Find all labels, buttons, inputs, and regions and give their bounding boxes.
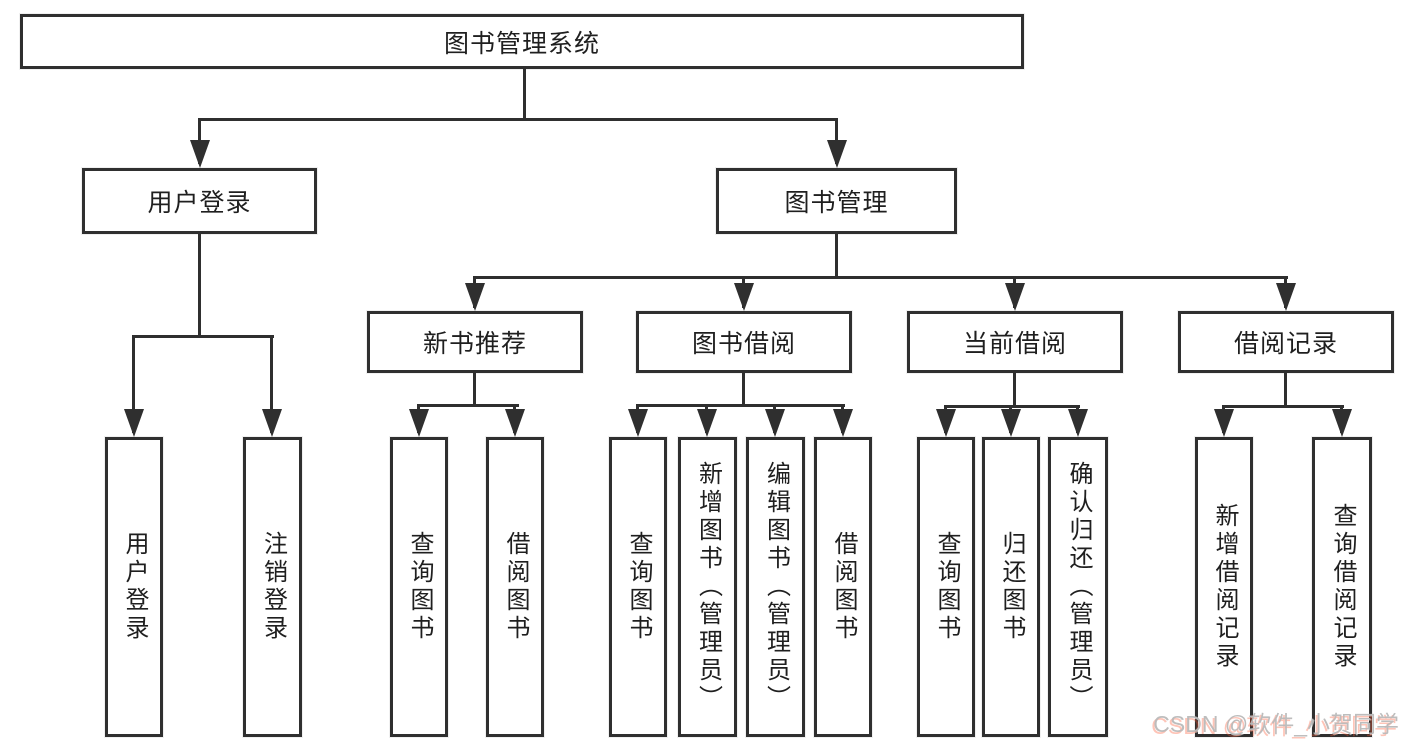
leaf-recommend-borrow-books: 借阅图书: [486, 437, 544, 737]
leaf-recommend-query-books: 查询图书: [390, 437, 448, 737]
node-label: 用户登录: [121, 531, 148, 643]
arrow-down-icon: [505, 409, 525, 437]
node-book-management: 图书管理: [716, 168, 957, 234]
node-label: 图书管理系统: [443, 29, 600, 58]
connector-records-stub: [1284, 373, 1287, 407]
arrow-down-icon: [1332, 409, 1352, 437]
arrow-down-icon: [465, 283, 485, 311]
arrow-down-icon: [409, 409, 429, 437]
connector-userlogin-stub: [198, 234, 201, 338]
arrow-down-icon: [1214, 409, 1234, 437]
node-label: 查询图书: [406, 531, 433, 643]
node-label: 借阅图书: [502, 531, 529, 643]
leaf-current-confirm-return: 确认归还（管理员）: [1048, 437, 1108, 737]
connector-recommend-stub: [473, 373, 476, 407]
arrow-down-icon: [1276, 283, 1296, 311]
arrow-down-icon: [1068, 409, 1088, 437]
connector-current-stub: [1013, 373, 1016, 407]
node-label: 当前借阅: [962, 330, 1067, 358]
arrow-down-icon: [628, 409, 648, 437]
connector-to-logout: [270, 335, 273, 433]
connector-bookmgmt-stub: [835, 234, 838, 279]
connector-borrowing-stub: [742, 373, 745, 407]
connector-bookmgmt-branch: [473, 276, 1288, 279]
leaf-records-add-record: 新增借阅记录: [1195, 437, 1253, 737]
leaf-current-query-books: 查询图书: [917, 437, 975, 737]
arrow-down-icon: [833, 409, 853, 437]
node-root-library-system: 图书管理系统: [20, 14, 1024, 69]
node-label: 查询借阅记录: [1329, 503, 1356, 671]
arrow-down-icon: [697, 409, 717, 437]
connector-to-login: [132, 335, 135, 433]
leaf-borrowing-edit-books: 编辑图书（管理员）: [746, 437, 805, 737]
node-label: 借阅图书: [830, 531, 857, 643]
arrow-down-icon: [827, 140, 847, 168]
connector-current-branch: [944, 405, 1080, 408]
arrow-down-icon: [765, 409, 785, 437]
node-new-book-recommend: 新书推荐: [367, 311, 583, 373]
leaf-borrowing-add-books: 新增图书（管理员）: [678, 437, 737, 737]
leaf-current-return-books: 归还图书: [982, 437, 1040, 737]
leaf-logout: 注销登录: [243, 437, 302, 737]
node-label: 新增借阅记录: [1211, 503, 1238, 671]
connector-borrowing-branch: [636, 404, 845, 407]
arrow-down-icon: [936, 409, 956, 437]
arrow-down-icon: [262, 409, 282, 437]
node-label: 查询图书: [625, 531, 652, 643]
node-label: 借阅记录: [1233, 330, 1338, 358]
arrow-down-icon: [1001, 409, 1021, 437]
node-label: 用户登录: [147, 189, 252, 217]
connector-root-branch: [198, 118, 838, 121]
node-label: 新书推荐: [422, 330, 527, 358]
connector-recommend-branch: [417, 404, 519, 407]
node-label: 新增图书（管理员）: [694, 461, 722, 713]
connector-userlogin-branch: [132, 335, 274, 338]
arrow-down-icon: [1005, 283, 1025, 311]
node-user-login: 用户登录: [82, 168, 317, 234]
node-book-borrowing: 图书借阅: [636, 311, 852, 373]
leaf-borrowing-query-books: 查询图书: [609, 437, 667, 737]
arrow-down-icon: [734, 283, 754, 311]
connector-records-branch: [1222, 405, 1344, 408]
arrow-down-icon: [190, 140, 210, 168]
connector-root-stub: [523, 69, 526, 121]
node-label: 图书管理: [784, 189, 889, 217]
node-label: 注销登录: [259, 531, 287, 643]
node-borrowing-records: 借阅记录: [1178, 311, 1394, 373]
node-label: 归还图书: [998, 531, 1025, 643]
arrow-down-icon: [124, 409, 144, 437]
leaf-user-login: 用户登录: [105, 437, 163, 737]
node-label: 图书借阅: [691, 330, 796, 358]
node-label: 查询图书: [933, 531, 960, 643]
node-label: 确认归还（管理员）: [1065, 461, 1092, 713]
node-current-borrowing: 当前借阅: [907, 311, 1123, 373]
node-label: 编辑图书（管理员）: [762, 461, 790, 713]
leaf-records-query-record: 查询借阅记录: [1312, 437, 1372, 737]
leaf-borrowing-borrow-books: 借阅图书: [814, 437, 872, 737]
